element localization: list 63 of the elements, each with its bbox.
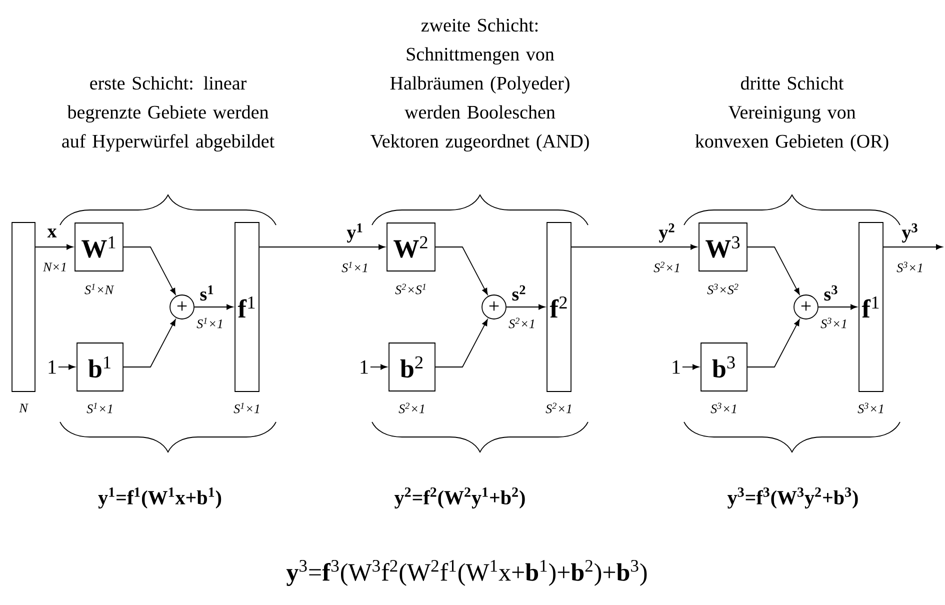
edge-label: x (47, 228, 57, 238)
dimension-label: S$^{1}$×1 (234, 402, 260, 414)
dimension-label: N×1 (42, 262, 66, 272)
edge-label: y$^{2}$ (658, 223, 674, 243)
layer-bar: f$^{1}$ (234, 222, 260, 392)
dimension-label: S$^{1}$×N (84, 284, 114, 294)
summing-junction: + (794, 294, 818, 320)
dimension-label: S$^{3}$×1 (710, 402, 736, 414)
dimension-label: S$^{2}$×1 (546, 402, 572, 414)
input-bar (12, 222, 36, 392)
arrow (35, 244, 74, 250)
layer-bar: f$^{2}$ (546, 222, 572, 392)
edge-label: s$^{2}$ (512, 285, 526, 301)
edge-label: y$^{3}$ (902, 223, 918, 243)
dimension-label: S$^{2}$×1 (398, 402, 424, 414)
dimension-label: S$^{3}$×1 (820, 318, 846, 328)
input-constant: 1 (48, 360, 56, 374)
arrow (123, 319, 176, 368)
arrow (123, 246, 176, 295)
arrow (682, 364, 700, 370)
arrow (259, 244, 386, 250)
layer-bar: f$^{1}$ (858, 222, 884, 392)
dimension-label: S$^{3}$×S$^{2}$ (707, 284, 738, 294)
dimension-label: S$^{2}$×S$^{1}$ (395, 284, 426, 294)
arrow (883, 244, 943, 250)
layer-heading: erste Schicht: linear begrenzte Gebiete werden auf Hyperwürfel abgebildet (62, 76, 274, 152)
layer-heading: zweite Schicht: Schnittmengen von Halbräumen (Polyeder) werden Booleschen Vektoren zugeordnet (AND) (370, 18, 589, 152)
bias-box: b$^{3}$ (700, 342, 748, 392)
dimension-label: N (19, 404, 28, 412)
layer-heading: dritte Schicht Vereinigung von konvexen Gebieten (OR) (695, 76, 888, 152)
layer-equation: y$^{2}$=f$^{2}$(W$^{2}$y$^{1}$+b$^{2}$) (394, 487, 525, 509)
dimension-label: S$^{1}$×1 (196, 318, 222, 328)
arrow (435, 246, 488, 295)
layer-equation: y$^{1}$=f$^{1}$(W$^{1}$x+b$^{1}$) (98, 487, 222, 509)
dimension-label: S$^{1}$×1 (86, 402, 112, 414)
bias-box: b$^{1}$ (76, 342, 124, 392)
edge-label: s$^{1}$ (200, 285, 214, 301)
layer-equation: y$^{3}$=f$^{3}$(W$^{3}$y$^{2}$+b$^{3}$) (728, 487, 858, 509)
bias-box: b$^{2}$ (388, 342, 436, 392)
arrow (435, 319, 488, 368)
weight-box: W$^{1}$ (74, 222, 124, 272)
arrow (571, 244, 698, 250)
arrow (194, 304, 234, 310)
dimension-label: S$^{3}$×1 (858, 402, 883, 414)
weight-box: W$^{3}$ (698, 222, 748, 272)
arrow (747, 319, 800, 368)
dimension-label: S$^{1}$×1 (342, 262, 368, 272)
edge-label: s$^{3}$ (824, 285, 838, 301)
arrow (370, 364, 388, 370)
dimension-label: S$^{2}$×1 (654, 262, 680, 272)
edge-label: y$^{1}$ (346, 223, 362, 243)
summing-junction: + (482, 294, 506, 320)
arrow (506, 304, 546, 310)
summing-junction: + (170, 294, 194, 320)
arrow (747, 246, 800, 295)
network-equation: y$^{3}$=f$^{3}$(W$^{3}$f$^{2}$(W$^{2}$f$^{1}$(W$^{1}$x+b$^{1}$)+b$^{2}$)+b$^{3}$) (286, 560, 647, 586)
dimension-label: S$^{2}$×1 (508, 318, 534, 328)
dimension-label: S$^{3}$×1 (896, 262, 922, 272)
weight-box: W$^{2}$ (386, 222, 436, 272)
input-constant: 1 (672, 360, 680, 374)
input-constant: 1 (360, 360, 368, 374)
arrow (58, 364, 76, 370)
arrow (818, 304, 858, 310)
